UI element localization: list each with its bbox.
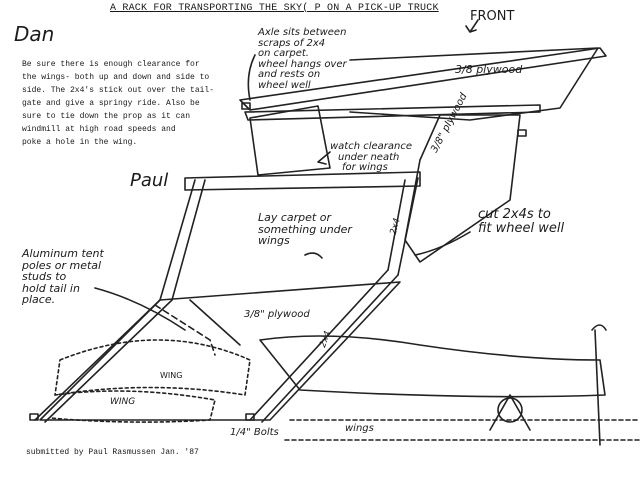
letter-line: side. The 2x4's stick out over the tail- [22, 86, 215, 95]
letter-line: the wings- both up and down and side to [22, 73, 210, 82]
carpet-note-line: Lay carpet or [258, 211, 331, 224]
fuselage [259, 335, 606, 398]
axle-note-line: Axle sits between [258, 27, 347, 38]
credit-line: submitted by Paul Rasmussen Jan. '87 [26, 448, 199, 457]
right-upright [387, 177, 419, 276]
aluminum-note-line: hold tail in [22, 281, 80, 295]
aluminum-note-line: studs to [22, 270, 67, 284]
letter-line: sure to tie down the prop as it can [22, 112, 191, 121]
bolts-label: 1/4" Bolts [230, 427, 279, 438]
cut-note-line: cut 2x4s to [478, 207, 551, 222]
right-wing-outline [284, 419, 640, 441]
bed-floor-edge [189, 299, 241, 346]
axle-note-line: scraps of 2x4 [258, 37, 326, 49]
watch-arrow [317, 151, 331, 165]
cut-note-line: fit wheel well [478, 220, 565, 236]
tail-wheel-strut [489, 394, 531, 431]
bolt-marker-left [29, 413, 39, 421]
front-rack-plank [239, 47, 607, 111]
top-plywood-sheet [349, 47, 599, 121]
axle-note-line: wheel hangs over [258, 58, 347, 70]
wings-label-c: wings [345, 423, 374, 434]
bed-floor [39, 281, 401, 421]
axle-crossbar [244, 104, 541, 121]
wing-label-b: WING [110, 397, 136, 407]
tail-pole [154, 304, 216, 356]
watch-note-line: under neath [338, 151, 400, 163]
lateral-crossbar [184, 171, 421, 191]
carpet-note-line: something under [258, 222, 352, 236]
axle-note-line: wheel well [258, 79, 311, 91]
wing-label-a: WING [160, 371, 183, 380]
bolt-marker-right [245, 413, 255, 421]
plywood-bottom-label: 3/8" plywood [244, 309, 310, 320]
aluminum-arrow [94, 287, 186, 331]
carpet-note: Lay carpet or something under wings [258, 212, 352, 247]
cut-arrow [414, 231, 471, 256]
front-arrow [465, 19, 479, 33]
page-title: A RACK FOR TRANSPORTING THE SKY( P ON A … [110, 3, 439, 14]
carpet-arrow [304, 252, 323, 259]
right-wheelwell-panel [404, 114, 521, 263]
left-upright [159, 179, 206, 301]
aluminum-note: Aluminum tent poles or metal studs to ho… [22, 248, 104, 306]
carpet-note-line: wings [258, 234, 290, 248]
wing-outline-a [54, 339, 251, 396]
axle-arrow [247, 54, 256, 101]
plywood-top-label: 3/8 plywood [455, 63, 523, 76]
bolt-marker-top [241, 102, 251, 110]
aluminum-note-line: place. [22, 293, 56, 307]
tail-wheel [497, 397, 523, 423]
letter-line: Be sure there is enough clearance for [22, 60, 200, 69]
greeting: Dan [14, 22, 55, 46]
letter-line: poke a hole in the wing. [22, 138, 138, 147]
letter-text: Be sure there is enough clearance for th… [22, 58, 232, 149]
propeller [591, 324, 607, 446]
axle-note: Axle sits between scraps of 2x4 on carpe… [258, 27, 347, 91]
wing-outline-b [49, 390, 216, 423]
front-label: FRONT [470, 9, 515, 24]
right-side-rail [249, 269, 399, 423]
watch-note-line: watch clearance [330, 141, 413, 152]
signature: Paul [130, 170, 169, 191]
center-plywood-panel [249, 105, 331, 176]
aluminum-note-line: Aluminum tent [22, 247, 104, 260]
letter-line: windmill at high road speeds and [22, 125, 176, 134]
axle-note-line: and rests on [258, 69, 321, 80]
watch-clearance-note: watch clearance under neath for wings [330, 141, 413, 174]
watch-note-line: for wings [342, 162, 388, 173]
letter-line: gate and give a springy ride. Also be [22, 99, 200, 108]
axle-note-line: on carpet. [258, 48, 309, 59]
cut-note: cut 2x4s to fit wheel well [478, 208, 564, 235]
aluminum-note-line: poles or metal [22, 258, 102, 272]
bolt-marker-top-right [517, 129, 527, 137]
